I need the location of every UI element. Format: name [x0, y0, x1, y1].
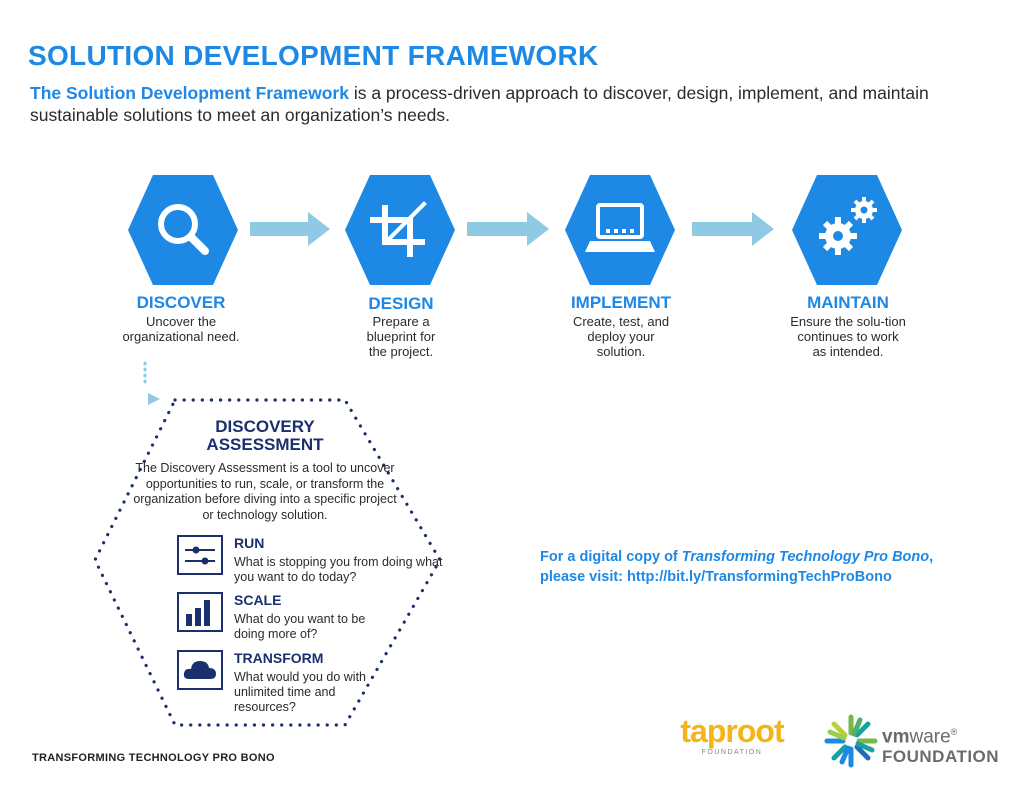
page-title: SOLUTION DEVELOPMENT FRAMEWORK	[28, 40, 599, 71]
discovery-description: The Discovery Assessment is a tool to un…	[133, 461, 397, 522]
run-icon-box	[177, 535, 223, 575]
stage-implement-desc: Create, test, and deploy your solution.	[572, 314, 670, 359]
vmware-logo: vmware® FOUNDATION	[882, 722, 999, 767]
scale-name: SCALE	[234, 592, 282, 608]
run-desc: What is stopping you from doing what you…	[234, 555, 443, 584]
taproot-logo-name: taproot	[680, 713, 784, 749]
stage-maintain-name: MAINTAIN	[807, 293, 889, 312]
transform-icon-box	[177, 650, 223, 690]
arrow-2	[467, 212, 549, 246]
discovery-title: DISCOVERY ASSESSMENT	[206, 417, 324, 454]
arrow-1	[250, 212, 330, 246]
magnifier-icon	[158, 204, 209, 255]
intro-highlight: The Solution Development Framework	[30, 83, 349, 103]
vmware-logo-ware: ware	[909, 726, 951, 748]
stage-design-desc: Prepare a blueprint for the project.	[366, 314, 436, 359]
scale-desc: What do you want to be doing more of?	[234, 612, 366, 641]
book-title: Transforming Technology Pro Bono	[681, 549, 930, 565]
digital-copy-note: For a digital copy of Transforming Techn…	[540, 547, 1010, 587]
sliders-icon	[185, 546, 215, 565]
discover-hexagon	[128, 175, 238, 285]
taproot-logo: taproot FOUNDATION	[672, 715, 792, 756]
gears-icon	[819, 197, 877, 255]
footer-text: TRANSFORMING TECHNOLOGY PRO BONO	[32, 752, 275, 764]
crop-icon	[370, 201, 427, 257]
implement-hexagon	[565, 175, 675, 285]
stage-design-name: DESIGN	[368, 294, 434, 313]
stage-discover-name: DISCOVER	[136, 293, 226, 312]
vmware-starburst-icon	[824, 714, 878, 768]
transform-name: TRANSFORM	[234, 650, 324, 666]
stage-implement-name: IMPLEMENT	[570, 293, 672, 312]
laptop-icon	[585, 203, 655, 252]
vmware-logo-sub: FOUNDATION	[882, 747, 1000, 767]
scale-icon-box	[177, 592, 223, 632]
intro-text: is a process-driven approach to discover…	[30, 83, 929, 125]
process-flow-graphic	[128, 175, 902, 285]
intro-paragraph: The Solution Development Framework is a …	[30, 82, 990, 126]
digital-copy-prefix: For a digital copy of	[540, 549, 682, 565]
vmware-logo-reg: ®	[950, 727, 958, 737]
stage-discover-desc: Uncover the organizational need.	[122, 314, 240, 344]
taproot-logo-sub: FOUNDATION	[701, 749, 763, 756]
run-name: RUN	[234, 535, 265, 551]
cloud-icon	[183, 661, 216, 679]
arrow-3	[692, 212, 774, 246]
digital-copy-suffix: ,	[929, 549, 934, 565]
digital-copy-link[interactable]: please visit: http://bit.ly/Transforming…	[540, 569, 892, 585]
stage-maintain-desc: Ensure the solu-tion continues to work a…	[790, 314, 906, 359]
bar-chart-icon	[186, 600, 210, 626]
transform-desc: What would you do with unlimited time an…	[234, 670, 367, 714]
vmware-logo-vm: vm	[882, 726, 910, 748]
discovery-outline	[93, 361, 442, 727]
